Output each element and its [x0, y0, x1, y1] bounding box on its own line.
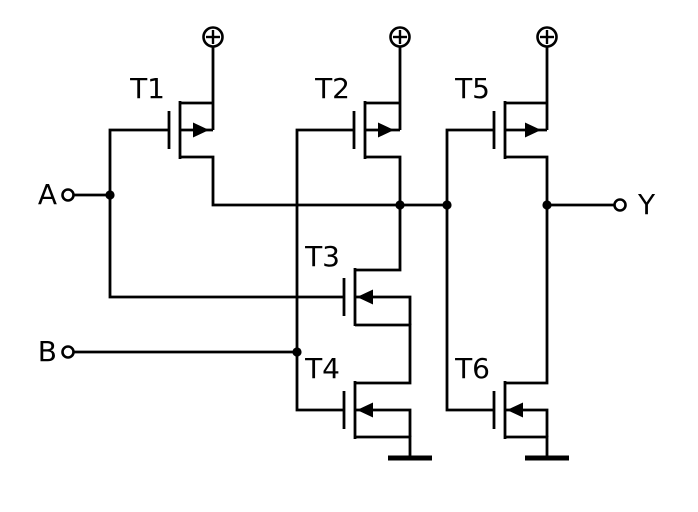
junction-dot	[542, 200, 552, 210]
transistor-t3	[342, 268, 412, 326]
wire-nand-node	[180, 155, 447, 207]
t5-pmos-arrow-icon	[525, 122, 541, 138]
input-b-label: B	[38, 335, 57, 368]
transistor-t5	[492, 101, 547, 159]
t4-bulk-stub	[355, 408, 412, 437]
transistor-t4	[342, 381, 432, 461]
power-supply-icon	[389, 26, 411, 48]
junction-dot	[442, 200, 452, 210]
transistor-t3-label: T3	[304, 240, 340, 273]
t3-bulk-stub	[355, 295, 412, 325]
wire-b-network	[295, 128, 354, 412]
wire-a-network	[108, 128, 344, 299]
wire-t2-t3-drain	[355, 155, 402, 272]
input-a-terminal	[61, 188, 75, 202]
wire-t3-t4-series	[355, 323, 412, 385]
input-b-terminal	[61, 345, 75, 359]
wire-inverter-gate	[445, 128, 494, 412]
power-supply-icon	[536, 26, 558, 48]
output-y-label: Y	[637, 188, 656, 221]
junction-dot	[105, 190, 115, 200]
transistor-t6-label: T6	[454, 352, 490, 385]
junction-dot	[395, 200, 405, 210]
t1-pmos-arrow-icon	[193, 122, 209, 138]
wires	[73, 128, 614, 412]
t4-source-stub	[355, 435, 412, 458]
transistor-t1-label: T1	[129, 72, 165, 105]
t4-nmos-arrow-icon	[357, 402, 373, 418]
input-a-label: A	[38, 178, 57, 211]
t6-nmos-arrow-icon	[507, 402, 523, 418]
transistor-t2-label: T2	[314, 72, 350, 105]
transistor-t5-label: T5	[454, 72, 490, 105]
t6-source-stub	[505, 435, 549, 458]
t3-nmos-arrow-icon	[357, 289, 373, 305]
output-y-terminal	[613, 198, 627, 212]
transistor-t1	[167, 101, 213, 159]
transistor-t4-label: T4	[304, 352, 340, 385]
junction-dot	[292, 347, 302, 357]
t6-bulk-stub	[505, 408, 549, 437]
t2-pmos-arrow-icon	[378, 122, 394, 138]
wire-output-vertical	[505, 155, 549, 385]
transistor-t2	[352, 101, 400, 159]
transistor-t6	[492, 381, 569, 461]
power-supply-icon	[202, 26, 224, 48]
